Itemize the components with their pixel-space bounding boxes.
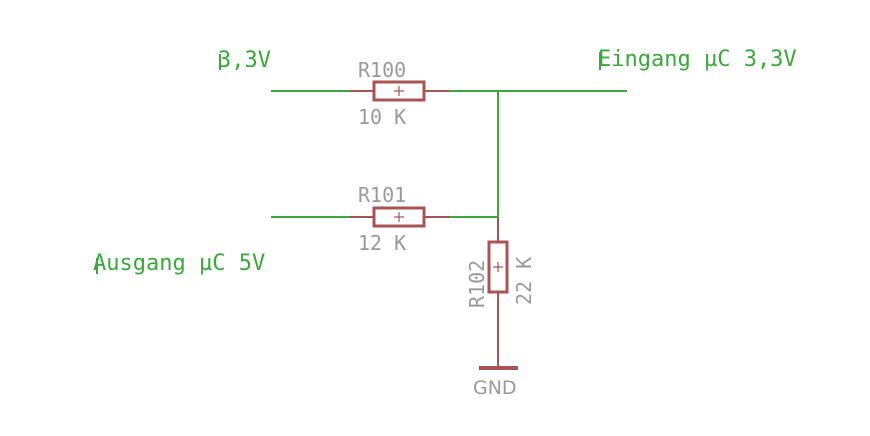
r102-name: R102 bbox=[465, 260, 489, 308]
resistor-r100: R100 10 K bbox=[349, 58, 449, 129]
net-label-output-text: Ausgang µC 5V bbox=[93, 251, 265, 276]
net-label-input-text: Eingang µC 3,3V bbox=[598, 47, 797, 72]
wires bbox=[271, 90, 627, 218]
r100-value: 10 K bbox=[358, 105, 406, 129]
net-label-input: Eingang µC 3,3V bbox=[598, 47, 797, 72]
ground-symbol: GND bbox=[473, 366, 518, 399]
r101-value: 12 K bbox=[358, 231, 406, 255]
net-label-output: Ausgang µC 5V bbox=[93, 251, 265, 276]
resistor-r102: R102 22 K bbox=[465, 217, 536, 368]
resistor-r101: R101 12 K bbox=[349, 183, 449, 255]
r102-value: 22 K bbox=[512, 257, 536, 305]
net-label-supply-text: 3,3V bbox=[218, 48, 271, 73]
net-label-supply: 3,3V bbox=[218, 48, 271, 73]
r100-name: R100 bbox=[358, 58, 406, 82]
ground-label: GND bbox=[473, 377, 517, 399]
r101-name: R101 bbox=[358, 183, 406, 207]
